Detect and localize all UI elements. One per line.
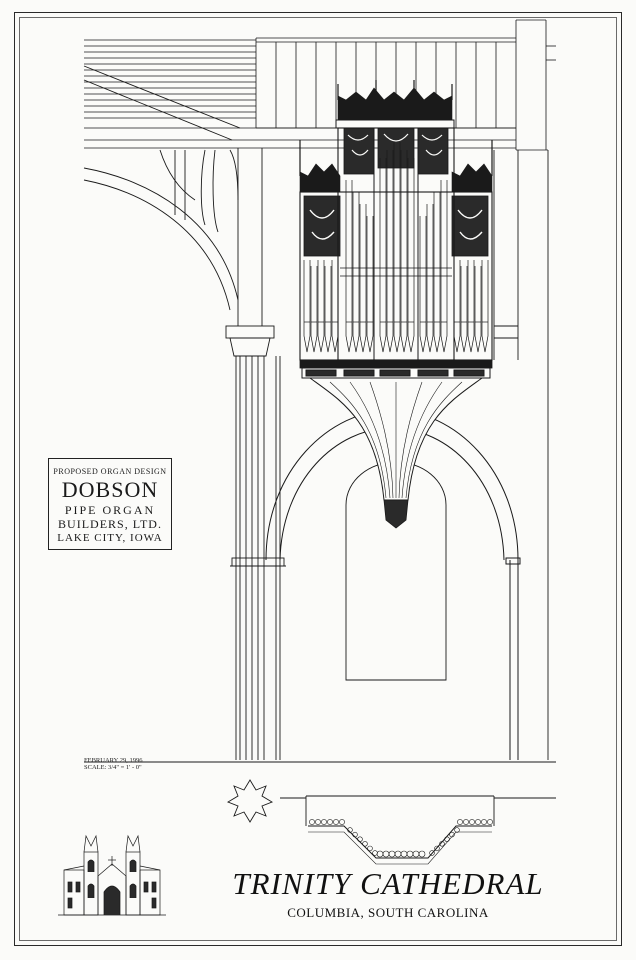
organ-pipe [460, 266, 468, 353]
organ-pipe [467, 260, 475, 353]
pipe-toe [347, 827, 353, 833]
organ-pipe [331, 260, 339, 353]
organ-pipe [310, 266, 318, 353]
pipe-toe [487, 819, 493, 825]
pipe-toe [333, 819, 339, 825]
pipe-toe [439, 841, 445, 847]
organ-case [299, 80, 493, 529]
organ-pipe [440, 180, 448, 353]
pipe-toe [357, 836, 363, 842]
pipe-toe-circles [309, 819, 493, 858]
pipe-toe [475, 819, 481, 825]
pipe-toe [481, 819, 487, 825]
pipe-toe [449, 831, 455, 838]
inner-border [19, 17, 617, 941]
pipe-toe [434, 845, 440, 852]
pipe-toe [406, 850, 414, 858]
organ-pipes [303, 142, 489, 353]
organ-pipe [453, 260, 461, 353]
organ-pipe [400, 150, 408, 353]
pipe-toe [362, 841, 368, 847]
drawing-scale: SCALE: 3/4" = 1' - 0" [84, 764, 142, 771]
organ-pipe [407, 158, 415, 353]
pipe-toe [327, 819, 333, 825]
organ-pipe [345, 180, 353, 353]
pipe-toe [457, 819, 463, 825]
organ-pipe [366, 216, 374, 353]
organ-pipe [419, 216, 427, 353]
builder-city: LAKE CITY, IOWA [57, 532, 163, 544]
pipe-toe [429, 850, 435, 856]
pipe-toe [372, 850, 378, 856]
cathedral-location: COLUMBIA, SOUTH CAROLINA [287, 905, 489, 920]
organ-plan [226, 779, 556, 865]
vaulting [83, 65, 241, 311]
pipe-toe [309, 819, 315, 825]
builder-title-block: PROPOSED ORGAN DESIGN DOBSON PIPE ORGAN … [48, 458, 172, 550]
organ-pipe [474, 266, 482, 353]
pipe-toe [321, 819, 327, 825]
pipe-toe [367, 845, 373, 852]
organ-pipe [393, 142, 401, 353]
pipe-toe [376, 850, 384, 858]
pipe-toe [418, 850, 426, 858]
pipe-toe [412, 850, 420, 858]
pipe-toe [463, 819, 469, 825]
organ-pipe [317, 260, 325, 353]
cathedral-thumbnail [58, 834, 166, 916]
pipe-toe [352, 831, 358, 838]
outer-border [14, 12, 622, 946]
pipe-toe [454, 827, 460, 833]
pipe-toe [388, 850, 396, 858]
organ-pipe [379, 158, 387, 353]
pipe-toe [394, 850, 402, 858]
pipe-toe [400, 850, 408, 858]
organ-pipe [433, 192, 441, 353]
organ-pipe [386, 150, 394, 353]
organ-pipe [352, 192, 360, 353]
organ-pipe [426, 204, 434, 353]
pipe-toe [315, 819, 321, 825]
organ-pipe [324, 266, 332, 353]
pipe-toe [469, 819, 475, 825]
pipe-toe [339, 819, 345, 825]
builder-line-b: BUILDERS, LTD. [58, 517, 162, 531]
ceiling-beams [84, 38, 257, 128]
organ-pipe [359, 204, 367, 353]
left-column [225, 148, 286, 760]
right-wall [493, 150, 549, 760]
drawing-note: FEBRUARY 29, 1996 SCALE: 3/4" = 1' - 0" [84, 757, 142, 771]
cathedral-title: TRINITY CATHEDRAL [232, 866, 544, 901]
organ-pipe [303, 260, 311, 353]
drawing-date: FEBRUARY 29, 1996 [84, 757, 143, 764]
pipe-toe [444, 836, 450, 842]
pipe-toe [382, 850, 390, 858]
organ-pipe [481, 260, 489, 353]
title-block-caption: PROPOSED ORGAN DESIGN [53, 467, 167, 476]
builder-name: DOBSON [61, 477, 159, 502]
builder-line-a: PIPE ORGAN [64, 503, 156, 517]
